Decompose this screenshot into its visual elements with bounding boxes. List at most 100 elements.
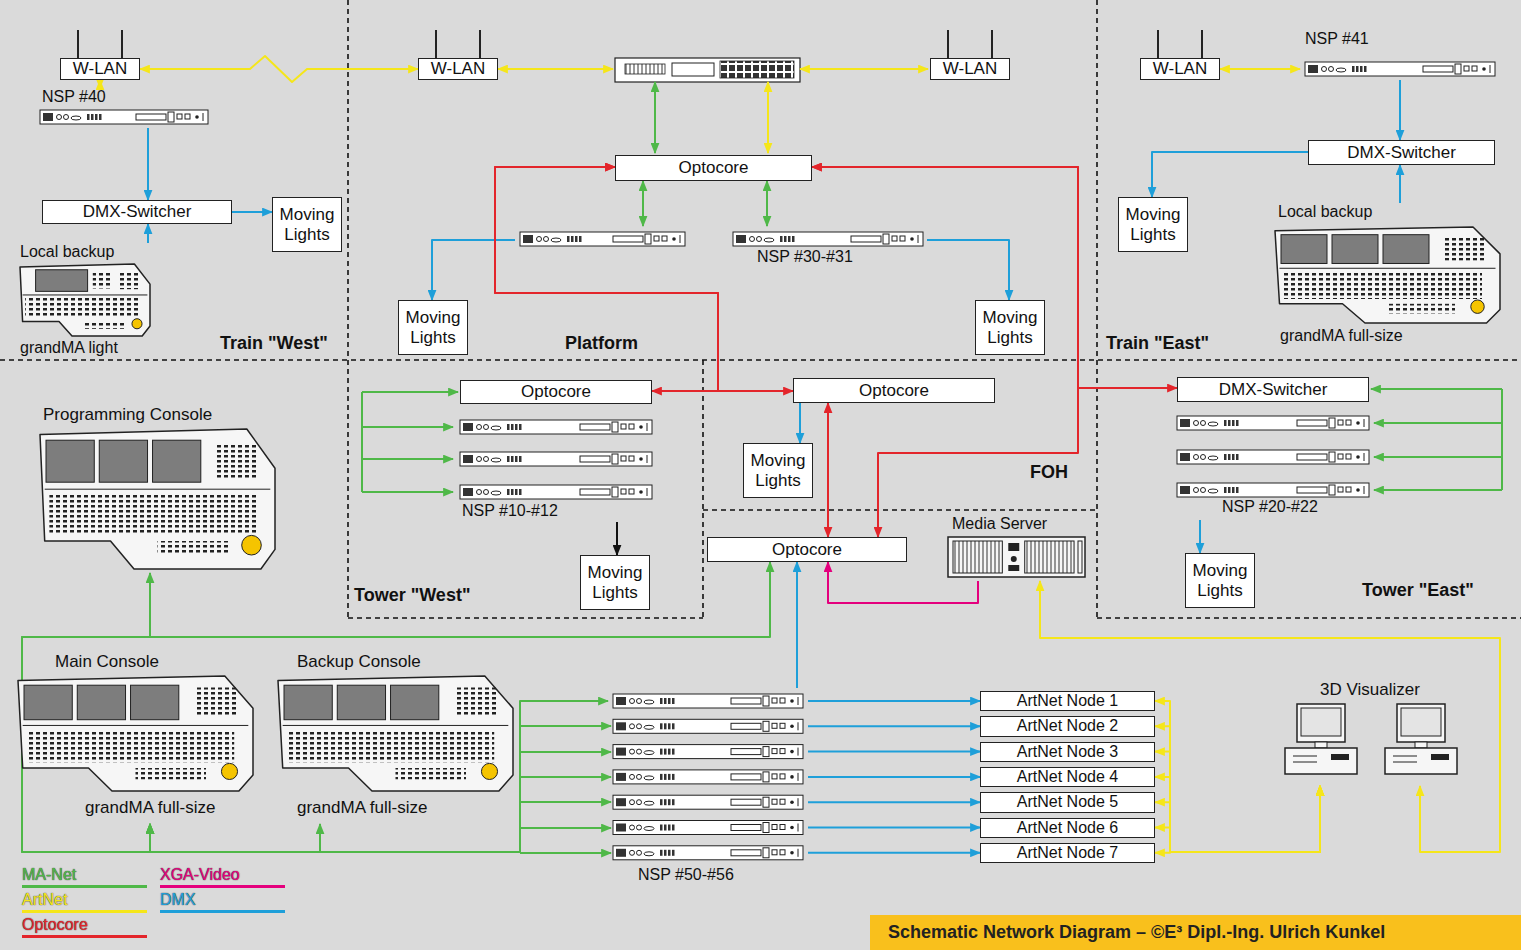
node-label: Optocore bbox=[521, 382, 591, 402]
region-label: Train "West" bbox=[220, 333, 328, 354]
artnet-node: ArtNet Node 6 bbox=[980, 818, 1155, 838]
nsp-node: NSP #50-#56 bbox=[608, 688, 808, 888]
node-label: Media Server bbox=[952, 515, 1047, 533]
region-label: FOH bbox=[1030, 462, 1068, 483]
dmx-switcher: DMX-Switcher bbox=[1177, 377, 1369, 402]
signal-connector bbox=[150, 824, 320, 852]
node-label: Backup Console bbox=[297, 652, 421, 672]
optocore-box: Optocore bbox=[460, 380, 652, 404]
nsp-node: NSP #40 bbox=[40, 88, 212, 128]
signal-connector bbox=[827, 403, 829, 537]
node-illustration bbox=[35, 405, 285, 573]
legend-entry: Optocore bbox=[22, 916, 147, 938]
visualizer: 3D Visualizer bbox=[1280, 680, 1470, 786]
backup-console: Local backup grandMA full-size bbox=[1270, 203, 1505, 353]
signal-connector bbox=[808, 700, 980, 702]
node-sublabel: grandMA full-size bbox=[297, 798, 427, 818]
signal-connector bbox=[1155, 726, 1320, 852]
node-label: Moving Lights bbox=[404, 308, 462, 347]
node-label: ArtNet Node 2 bbox=[1017, 717, 1118, 735]
nsp-device bbox=[460, 452, 652, 466]
node-label: Moving Lights bbox=[749, 451, 807, 490]
node-label: Optocore bbox=[859, 381, 929, 401]
legend-entry: MA-Net bbox=[22, 866, 147, 888]
legend-text: Optocore bbox=[22, 916, 147, 934]
signal-connector bbox=[799, 403, 801, 443]
signal-connector bbox=[1220, 68, 1300, 70]
region-label: Tower "East" bbox=[1362, 580, 1474, 601]
node-label: ArtNet Node 6 bbox=[1017, 819, 1118, 837]
node-label: W-LAN bbox=[431, 59, 485, 79]
legend-entry: XGA-Video bbox=[160, 866, 285, 888]
signal-connector bbox=[642, 181, 644, 226]
node-label: ArtNet Node 3 bbox=[1017, 743, 1118, 761]
signal-connector bbox=[432, 240, 515, 300]
signal-connector bbox=[808, 801, 980, 803]
node-label: NSP #41 bbox=[1305, 30, 1369, 48]
signal-connector bbox=[808, 827, 980, 829]
legend-text: MA-Net bbox=[22, 866, 147, 884]
artnet-node: ArtNet Node 2 bbox=[980, 716, 1155, 736]
signal-connector bbox=[766, 181, 768, 226]
main-console: Main ConsolegrandMA full-size bbox=[15, 652, 265, 824]
signal-connector bbox=[232, 211, 272, 213]
signal-connector bbox=[796, 562, 798, 688]
media-server: Media Server bbox=[945, 515, 1090, 581]
moving-lights: Moving Lights bbox=[975, 300, 1045, 355]
node-label: Optocore bbox=[772, 540, 842, 560]
nsp-node: NSP #30-#31 bbox=[515, 226, 927, 270]
wlan-box: W-LAN bbox=[60, 58, 140, 80]
optocore-box: Optocore bbox=[707, 537, 907, 562]
node-sublabel: grandMA full-size bbox=[1280, 327, 1403, 345]
legend-text: DMX bbox=[160, 891, 285, 909]
nsp-device bbox=[613, 821, 803, 835]
moving-lights: Moving Lights bbox=[398, 300, 468, 355]
nsp-device bbox=[460, 485, 652, 499]
region-label: Train "East" bbox=[1106, 333, 1209, 354]
signal-connector bbox=[140, 56, 418, 82]
moving-lights: Moving Lights bbox=[1118, 197, 1188, 252]
artnet-node: ArtNet Node 5 bbox=[980, 792, 1155, 812]
nsp-device bbox=[1305, 62, 1495, 76]
node-label: Local backup bbox=[1278, 203, 1372, 221]
console-illustration bbox=[1275, 227, 1500, 323]
signal-connector bbox=[1155, 786, 1320, 852]
wlan-antenna bbox=[78, 30, 1202, 58]
node-sublabel: grandMA full-size bbox=[85, 798, 215, 818]
signal-connector bbox=[495, 167, 793, 391]
dmx-switcher: DMX-Switcher bbox=[42, 200, 232, 224]
artnet-node: ArtNet Node 4 bbox=[980, 767, 1155, 787]
caption-bar: Schematic Network Diagram – ©E³ Dipl.-In… bbox=[870, 915, 1521, 950]
nsp-node: NSP #41 bbox=[1300, 30, 1500, 80]
signal-connector bbox=[808, 852, 980, 854]
nsp-node: NSP #10-#12 bbox=[455, 416, 655, 522]
signal-connector bbox=[812, 167, 1078, 537]
legend-entry: DMX bbox=[160, 891, 285, 913]
computer-illustration bbox=[1385, 704, 1457, 774]
wlan-box: W-LAN bbox=[930, 58, 1010, 80]
node-label: Moving Lights bbox=[278, 205, 336, 244]
nsp-device bbox=[40, 110, 208, 124]
network-switch bbox=[615, 58, 800, 82]
nsp-node: NSP #20-#22 bbox=[1172, 412, 1372, 520]
node-label: ArtNet Node 4 bbox=[1017, 768, 1118, 786]
node-label: DMX-Switcher bbox=[1219, 380, 1328, 400]
nsp-device bbox=[1177, 483, 1369, 497]
artnet-node: ArtNet Node 3 bbox=[980, 742, 1155, 762]
node-sublabel: grandMA light bbox=[20, 339, 118, 357]
legend-entry: ArtNet bbox=[22, 891, 147, 913]
signal-connector bbox=[1399, 165, 1401, 203]
nsp-device bbox=[460, 420, 652, 434]
node-label: ArtNet Node 1 bbox=[1017, 692, 1118, 710]
programming-console: Programming Console bbox=[35, 405, 285, 573]
moving-lights: Moving Lights bbox=[1185, 553, 1255, 608]
region-label: Tower "West" bbox=[354, 585, 470, 606]
signal-connector bbox=[808, 776, 980, 778]
legend-swatch bbox=[22, 935, 147, 938]
node-label: NSP #40 bbox=[42, 88, 106, 106]
legend-swatch bbox=[22, 910, 147, 913]
moving-lights: Moving Lights bbox=[580, 555, 650, 610]
signal-connector bbox=[1155, 786, 1320, 852]
signal-connector bbox=[1152, 152, 1308, 197]
